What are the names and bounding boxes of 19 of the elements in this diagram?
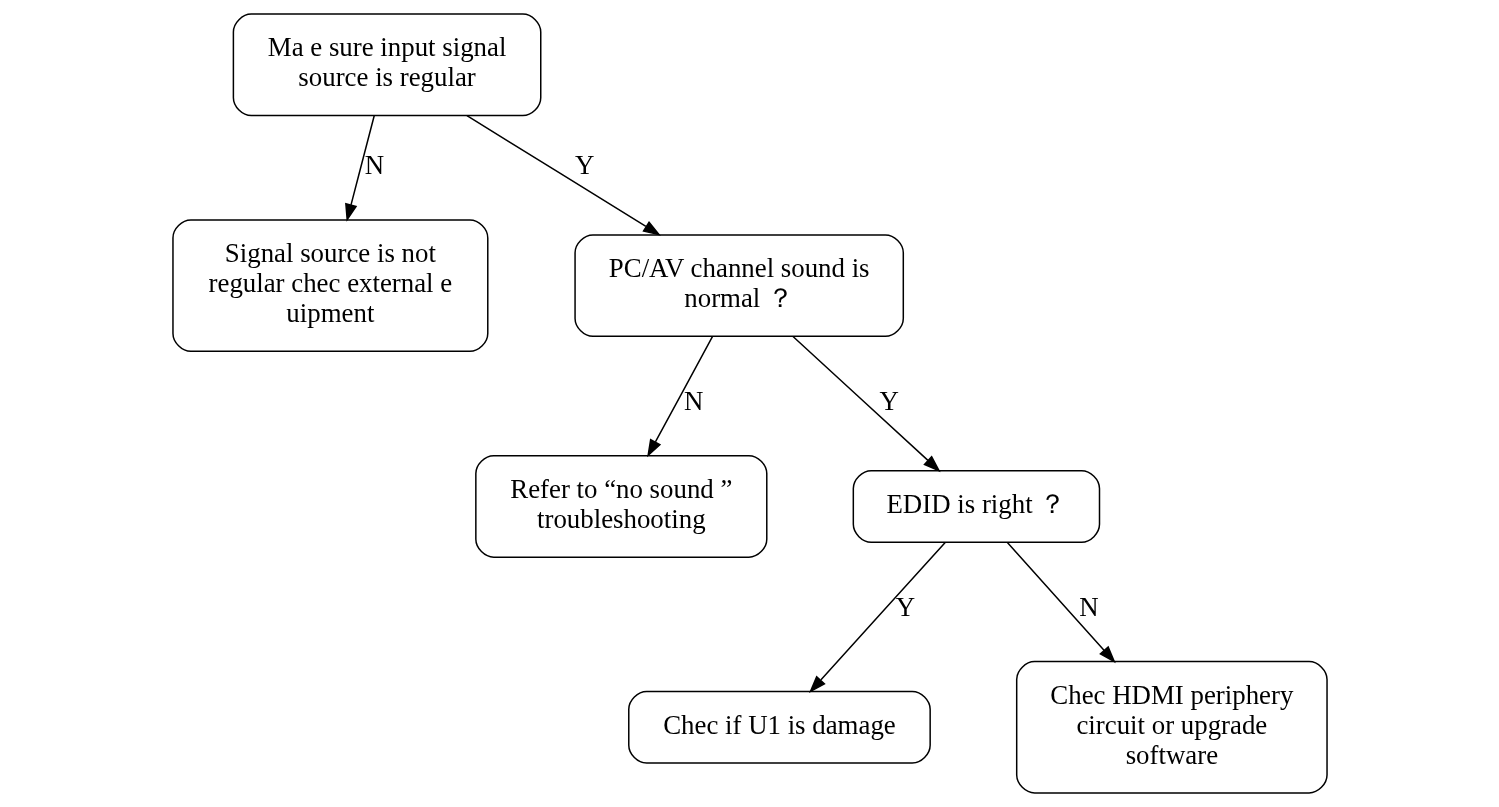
edge-label: Y	[895, 591, 915, 622]
edge-label: N	[1078, 591, 1099, 622]
edge-label: Y	[878, 386, 899, 417]
arrow	[791, 335, 941, 473]
edge-label: Y	[574, 150, 594, 181]
edge-label: N	[364, 150, 384, 181]
arrow	[1006, 541, 1116, 664]
edge-label: N	[683, 386, 703, 417]
node-box: Chec if U1 is damage	[627, 690, 931, 764]
node-box: Chec HDMI periphery circuit or upgrade software	[1015, 660, 1328, 794]
node-box: EDID is right ？	[852, 469, 1100, 543]
node-box: Ma e sure input signal source is regular	[232, 13, 541, 117]
arrow	[646, 335, 713, 458]
arrow	[808, 541, 946, 694]
node-box: Refer to “no sound ” troubleshooting	[474, 454, 768, 558]
arrow	[344, 115, 375, 222]
node-box: Signal source is not regular chec external e uipment	[171, 219, 489, 353]
arrow	[465, 115, 661, 236]
node-box: PC/AV channel sound is normal ？	[573, 234, 904, 338]
